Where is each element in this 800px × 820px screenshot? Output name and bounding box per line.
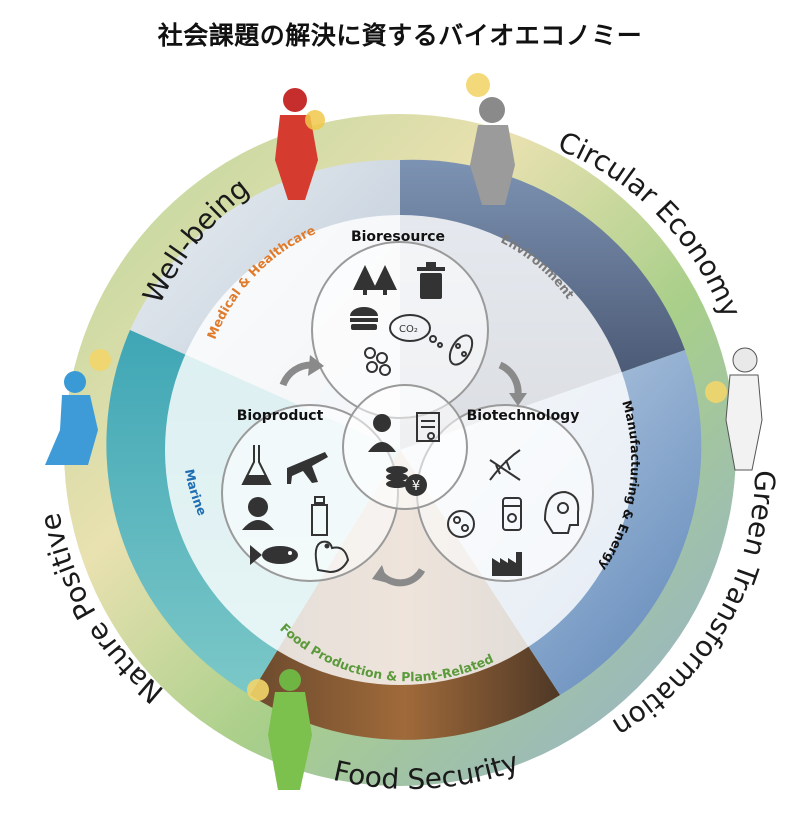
hero-environment [466, 73, 515, 205]
flask-icon [241, 445, 272, 485]
biotechnology-label: Biotechnology [467, 408, 580, 424]
arrow-left-head [308, 355, 324, 376]
page-title: 社会課題の解決に資するバイオエコノミー [157, 21, 643, 50]
vial-icon [502, 497, 522, 531]
petri-dish-icon [447, 510, 475, 538]
co2-cloud-icon [389, 314, 443, 348]
fish-icon [250, 545, 298, 565]
brain-head-icon [543, 490, 580, 534]
arrow-right [498, 361, 522, 396]
trash-can-icon [417, 262, 445, 299]
hero-medical [275, 88, 325, 200]
hero-marine [45, 349, 111, 465]
bioproduct-label: Bioproduct [237, 408, 324, 424]
coins-icon: ¥ [386, 466, 427, 496]
co2-text: CO₂ [399, 324, 418, 335]
airplane-icon [287, 452, 328, 484]
hero-food [247, 669, 312, 790]
cells-icon [364, 347, 391, 376]
hero-manufacturing [705, 347, 763, 471]
scientist-icon [368, 414, 396, 452]
microbe-icon [448, 334, 474, 366]
chicken-icon [314, 540, 350, 574]
certificate-icon [416, 412, 440, 442]
burger-icon [350, 307, 378, 330]
svg-text:¥: ¥ [412, 479, 420, 494]
arrow-right-head [509, 393, 527, 406]
tree-icon [353, 265, 397, 295]
arrow-bottom-head [372, 565, 388, 583]
dna-icon [489, 449, 521, 481]
center-circle [342, 384, 468, 510]
bioresource-label: Bioresource [351, 229, 445, 245]
factory-icon [492, 552, 522, 576]
bottle-icon [311, 496, 328, 536]
person-icon [242, 497, 274, 530]
